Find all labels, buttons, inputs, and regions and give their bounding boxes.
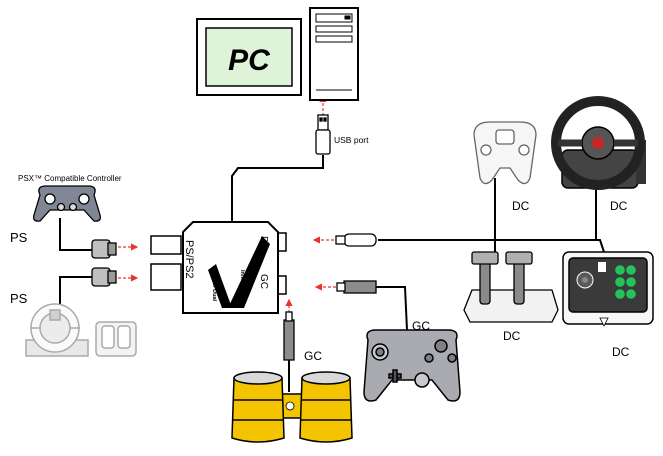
gc-plug-right bbox=[336, 280, 377, 294]
adapter-gc-port-label: GC bbox=[258, 274, 269, 289]
gc-controller-label: GC bbox=[412, 319, 430, 333]
ps-connector-1 bbox=[91, 239, 117, 259]
gc-plug-bottom bbox=[283, 311, 295, 361]
dc-arcade-label: DC bbox=[612, 345, 630, 359]
dc-maracas-icon bbox=[463, 251, 559, 323]
gc-controller-cable bbox=[376, 286, 408, 331]
pc-tower bbox=[309, 7, 359, 101]
ps-cable-1 bbox=[59, 218, 92, 251]
dc-controller-label: DC bbox=[512, 199, 530, 213]
usb-port-label: USB port bbox=[334, 135, 369, 145]
ps-connector-2 bbox=[91, 267, 117, 287]
gc-controller-icon bbox=[363, 329, 461, 402]
psx-controller-icon bbox=[32, 185, 102, 222]
pc-monitor: PC bbox=[196, 18, 302, 96]
adapter-dc-port-label: DC bbox=[258, 236, 269, 250]
pc-screen-text: PC bbox=[228, 44, 271, 77]
adapter-box bbox=[150, 221, 287, 314]
ps-steering-wheel-icon bbox=[25, 303, 89, 357]
ps-label-1: PS bbox=[10, 230, 28, 245]
ps-label-2: PS bbox=[10, 291, 28, 306]
dc-plug bbox=[335, 233, 377, 247]
dc-arcade-stick-icon bbox=[562, 251, 654, 327]
dc-cable bbox=[378, 239, 605, 253]
ps-pedals-icon bbox=[95, 321, 137, 357]
adapter-model-label: Infinity Box bbox=[239, 270, 245, 301]
dc-racing-wheel-icon bbox=[551, 96, 646, 190]
usb-plug bbox=[315, 114, 331, 155]
adapter-brand-label: Super Dual bbox=[211, 272, 217, 302]
gc-plug-label: GC bbox=[304, 349, 322, 363]
usb-cable bbox=[231, 155, 324, 222]
psx-controller-caption: PSX™ Compatible Controller bbox=[18, 174, 122, 183]
adapter-ps-ps2-label: PS/PS2 bbox=[183, 240, 195, 279]
dc-controller-icon bbox=[473, 121, 537, 185]
dc-wheel-label: DC bbox=[610, 199, 628, 213]
gc-bongos-icon bbox=[231, 371, 353, 443]
dc-maracas-label: DC bbox=[503, 329, 521, 343]
